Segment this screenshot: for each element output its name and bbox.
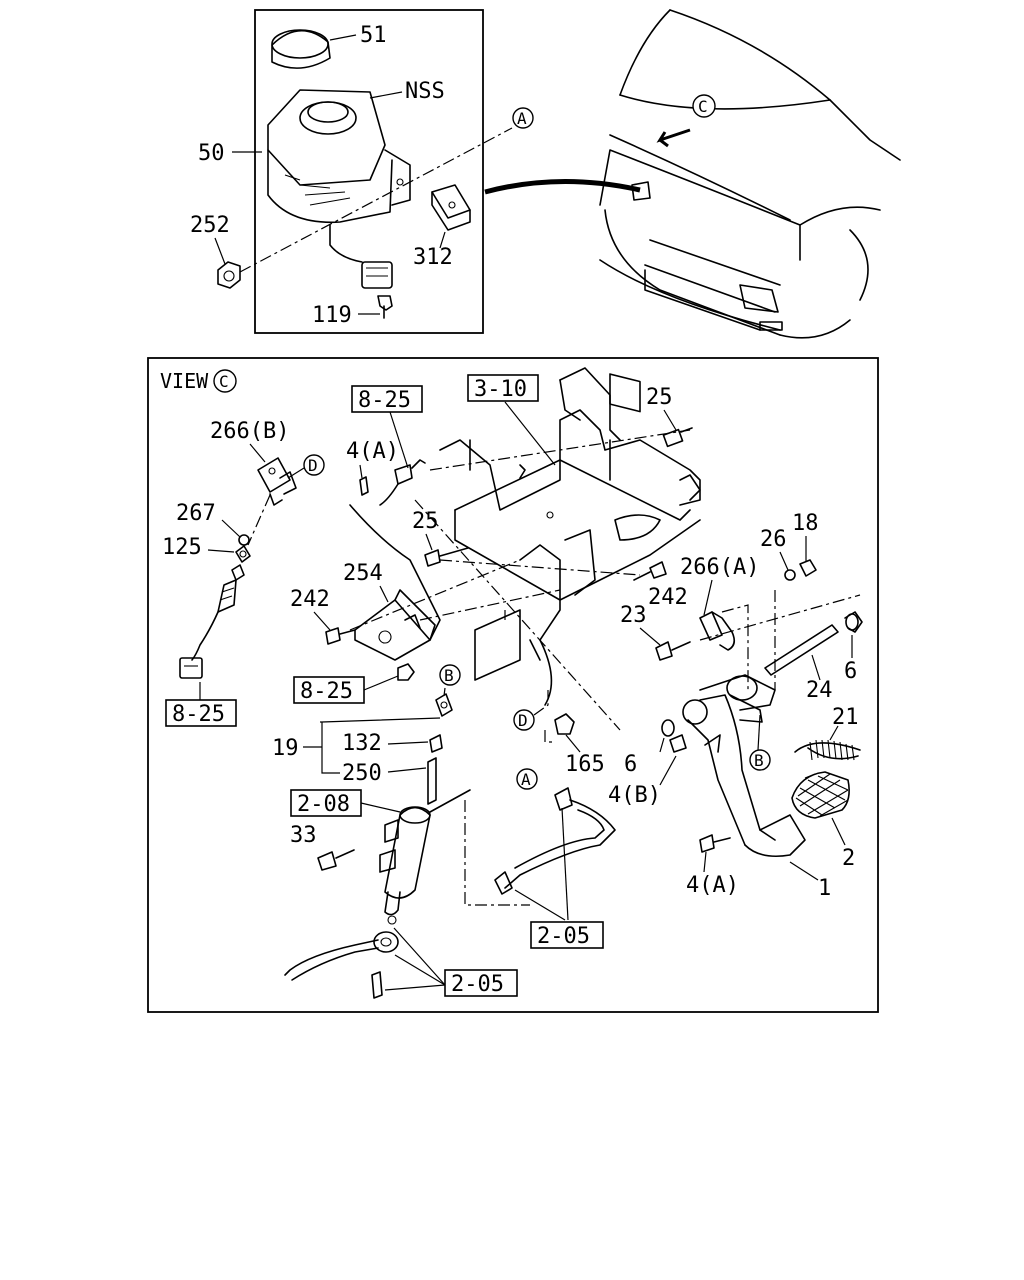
shaft-24-drawing: [764, 611, 863, 676]
inset-to-cab-arrow: [484, 178, 641, 195]
label-242-right: 242: [648, 585, 688, 610]
reservoir-cap-drawing: [271, 29, 331, 69]
box-3-10: 3-10: [474, 377, 527, 402]
box-8-25-mid: 8-25: [300, 679, 353, 704]
cab-front-drawing: [599, 9, 901, 413]
ref-d-top: D: [308, 456, 318, 475]
label-4a-top: 4(A): [346, 439, 399, 464]
box-2-05-right: 2-05: [537, 924, 590, 949]
bolt-242-left: [325, 627, 356, 645]
label-119: 119: [312, 303, 352, 328]
label-242-left: 242: [290, 587, 330, 612]
sensor-119-drawing: [377, 295, 393, 319]
pedal-pad-drawing: [791, 771, 850, 819]
label-25-top: 25: [646, 385, 673, 410]
bushing-6-low: [661, 719, 687, 753]
label-4a-low: 4(A): [686, 873, 739, 898]
bolt-242-right: [633, 561, 667, 581]
spring-21-drawing: [794, 739, 861, 761]
label-250: 250: [342, 761, 382, 786]
label-125: 125: [162, 535, 202, 560]
switch-bracket-266b: [257, 457, 297, 506]
label-19: 19: [272, 736, 299, 761]
view-title: VIEW: [160, 369, 209, 393]
label-6-low: 6: [624, 752, 637, 777]
brake-pipe-drawing: [284, 915, 399, 999]
bolt-23-drawing: [655, 641, 691, 661]
label-51: 51: [360, 23, 387, 48]
ref-b-right: B: [754, 751, 764, 770]
label-50: 50: [198, 141, 225, 166]
label-312: 312: [413, 245, 453, 270]
harness-top-drawing: [349, 459, 441, 641]
label-21: 21: [832, 705, 859, 730]
clevis-19-drawing: [427, 693, 453, 805]
ref-a-circle: [512, 107, 534, 129]
switch-bracket-266a: [699, 604, 749, 690]
label-1: 1: [818, 876, 831, 901]
label-267: 267: [176, 501, 216, 526]
view-c-panel: VIEW C 3-10: [147, 357, 879, 1013]
label-24: 24: [806, 678, 833, 703]
label-6-right: 6: [844, 659, 857, 684]
ref-b-top-circle: [439, 664, 461, 686]
nut-252-drawing: [217, 261, 241, 289]
ref-c-circle: [692, 94, 716, 118]
ref-b-top: B: [444, 666, 454, 685]
label-23: 23: [620, 603, 647, 628]
bolt-4a-low: [699, 834, 731, 853]
ref-d-mid-circle: [513, 709, 535, 731]
master-cylinder-drawing: [379, 789, 471, 916]
bolt-33-drawing: [317, 849, 355, 871]
label-252: 252: [190, 213, 230, 238]
ref-a-low-circle: [516, 768, 538, 790]
reservoir-drawing: [267, 89, 411, 289]
ref-b-right-circle: [749, 749, 771, 771]
label-26: 26: [760, 527, 787, 552]
label-4b: 4(B): [608, 783, 661, 808]
label-25-mid: 25: [412, 509, 439, 534]
label-165: 165: [565, 752, 605, 777]
label-266b: 266(B): [210, 419, 289, 444]
label-18: 18: [792, 511, 819, 536]
ref-c-top: C: [698, 97, 708, 116]
view-c-frame: [147, 357, 879, 1013]
bracket-254-drawing: [354, 589, 436, 661]
box-2-05-bottom: 2-05: [451, 972, 504, 997]
view-title-ref: C: [219, 372, 229, 391]
pedal-bracket-drawing: [439, 367, 701, 706]
reservoir-inset-frame: [254, 9, 484, 334]
ref-a-low: A: [521, 770, 531, 789]
ref-d-top-circle: [303, 454, 325, 476]
label-132: 132: [342, 731, 382, 756]
reservoir-inset: 51 NSS 50 252: [190, 9, 534, 334]
label-254: 254: [343, 561, 383, 586]
box-2-08: 2-08: [297, 792, 350, 817]
box-8-25-top: 8-25: [358, 388, 411, 413]
bolt-25-top: [662, 427, 693, 448]
label-2: 2: [842, 846, 855, 871]
ref-d-mid: D: [518, 711, 528, 730]
label-33: 33: [290, 823, 317, 848]
pipe-2-05-drawing: [494, 787, 616, 895]
bolt-25-mid: [424, 547, 469, 567]
box-8-25-left: 8-25: [172, 702, 225, 727]
label-NSS: NSS: [405, 79, 445, 104]
label-266a: 266(A): [680, 555, 759, 580]
bracket-plate-312-drawing: [431, 184, 471, 231]
ref-a-top: A: [517, 109, 527, 128]
clutch-pedal-drawing: [682, 674, 806, 858]
switch-125-drawing: [179, 545, 251, 679]
